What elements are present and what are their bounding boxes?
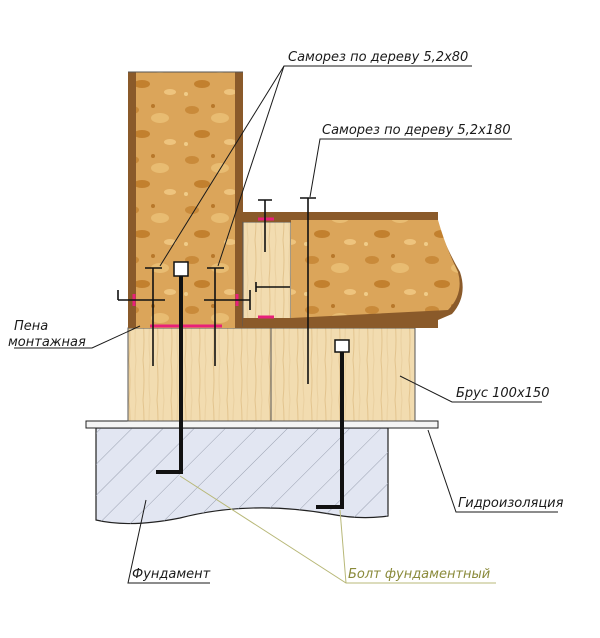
leader-anchor-bolt [179, 475, 496, 584]
label-screw-80: Саморез по дереву 5,2х80 [288, 50, 468, 65]
label-foam-line1: Пена [14, 319, 48, 334]
label-waterproofing: Гидроизоляция [458, 496, 564, 511]
leader-foundation [127, 499, 210, 584]
wood-insert-block [242, 221, 292, 327]
leader-beam [399, 375, 542, 403]
label-foam-line2: монтажная [8, 335, 86, 350]
floor-panel [243, 212, 463, 328]
label-foundation: Фундамент [132, 567, 211, 582]
anchor-bolt-left [156, 261, 189, 474]
leader-screw-80 [159, 65, 472, 267]
foundation-block [95, 427, 389, 525]
label-screw-180: Саморез по дереву 5,2х180 [322, 123, 511, 138]
waterproofing-layer [85, 420, 439, 429]
leader-foam [14, 325, 141, 349]
label-anchor-bolt: Болт фундаментный [348, 567, 490, 582]
leader-waterproofing [427, 429, 558, 513]
leader-screw-180 [309, 138, 512, 198]
screw-180 [300, 197, 316, 384]
anchor-bolt-right [316, 339, 350, 509]
label-beam: Брус 100х150 [456, 386, 549, 401]
beam-left [127, 327, 272, 422]
wall-panel [128, 71, 243, 328]
screws-80 [117, 199, 290, 366]
